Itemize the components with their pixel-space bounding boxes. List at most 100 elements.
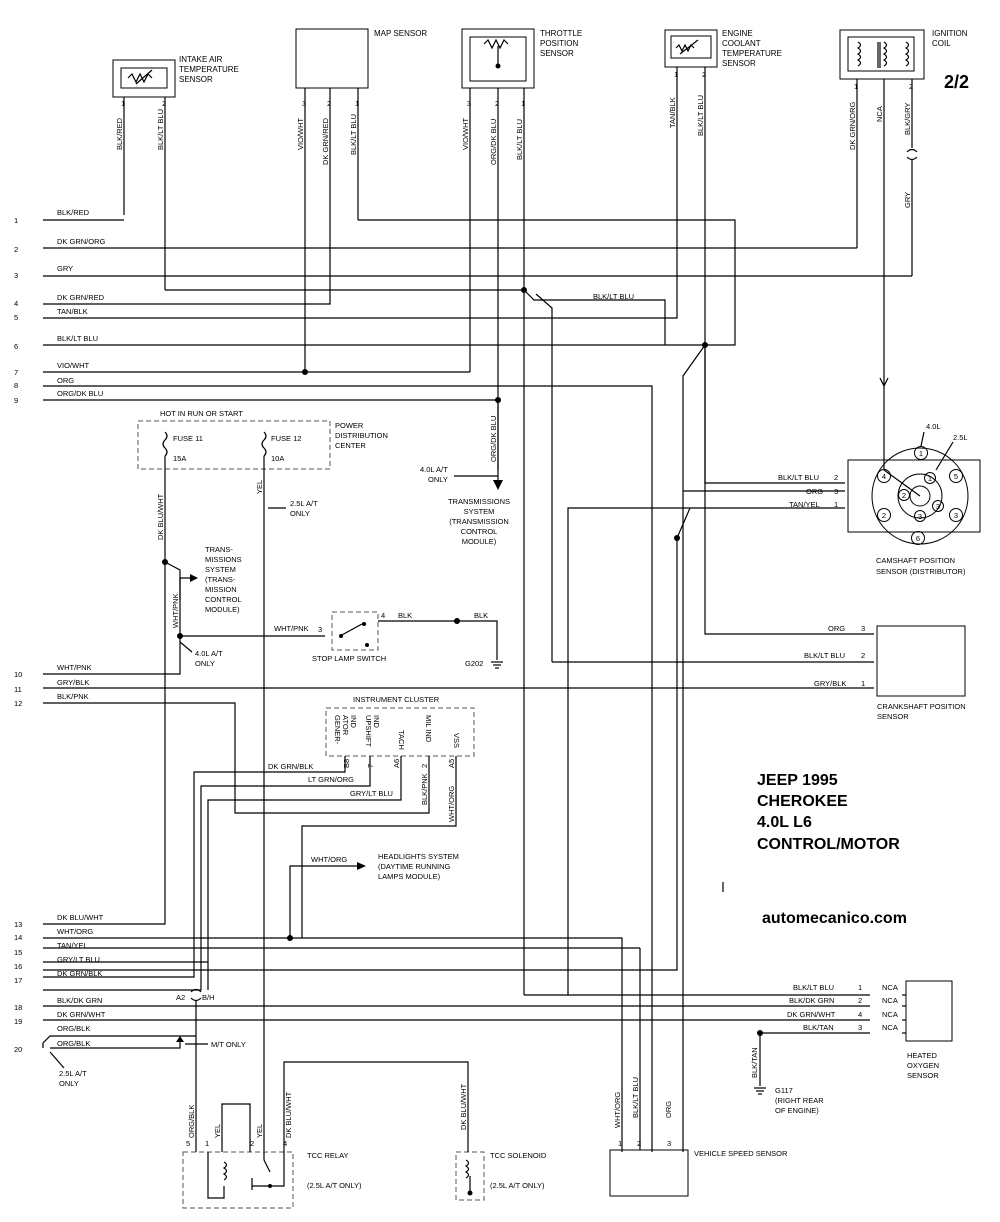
row-number: 12 (14, 699, 22, 708)
row-number: 13 (14, 920, 22, 929)
tcm-label: CONTROL (461, 527, 498, 536)
note: 2.5L (953, 433, 968, 442)
cluster-col: UPSHIFT (364, 715, 373, 748)
vwire-label: GRY (903, 192, 912, 208)
title-line-2: CHEROKEE (757, 793, 848, 810)
cmp-wires: BLK/LT BLU 2 ORG 3 TAN/YEL 1 (43, 345, 845, 995)
dist-pin: 1 (919, 449, 923, 458)
note: 4.0L A/T (420, 465, 448, 474)
ground-label: G202 (465, 659, 483, 668)
row-number: 7 (14, 368, 18, 377)
tcc-solenoid: DK BLU/WHT TCC SOLENOID (2.5L A/T ONLY) (455, 1066, 547, 1201)
dist-pin: 3 (936, 502, 940, 511)
pin-number: 2 (861, 651, 865, 660)
map-label: MAP SENSOR (374, 29, 427, 38)
wire-label: DK GRN/WHT (787, 1010, 836, 1019)
pin-number: 3 (302, 99, 306, 108)
row-number: 6 (14, 342, 18, 351)
vwire-label: DK BLU/WHT (459, 1083, 468, 1130)
cluster-label: INSTRUMENT CLUSTER (353, 695, 440, 704)
wire-label: ORG (57, 376, 74, 385)
vwire-label: WHT/ORG (447, 786, 456, 822)
vwire-label: NCA (875, 106, 884, 122)
vwire-label: TAN/BLK (668, 97, 677, 128)
pin-number: 4 (381, 611, 385, 620)
wire-label: ORG (828, 624, 845, 633)
row-number: 18 (14, 1003, 22, 1012)
wire-label: DK GRN/BLK (57, 969, 102, 978)
pdc-label: CENTER (335, 441, 366, 450)
row-number: 10 (14, 670, 22, 679)
dist-pin: 3 (918, 512, 922, 521)
tcm-mid-label: SYSTEM (205, 565, 236, 574)
wire-label: TAN/BLK (57, 307, 88, 316)
row-number: 3 (14, 271, 18, 280)
vwire-label: BLK/LT BLU (696, 95, 705, 136)
cluster-pin: B8 (342, 759, 351, 768)
vwire-label: DK BLU/WHT (284, 1091, 293, 1138)
cluster-pin: 2 (420, 764, 429, 768)
g117-label: OF ENGINE) (775, 1106, 819, 1115)
wire-label: WHT/PNK (274, 624, 309, 633)
cluster-pin: A6 (392, 759, 401, 768)
wire-label: GRY/LT BLU (57, 955, 100, 964)
note: 4.0L A/T (195, 649, 223, 658)
wire-label: GRY/BLK (814, 679, 846, 688)
pin-number: 1 (121, 99, 125, 108)
instrument-cluster: INSTRUMENT CLUSTER GENER- ATOR IND UPSHI… (43, 695, 475, 991)
wire-label: DK BLU/WHT (57, 913, 104, 922)
wire-label: TAN/YEL (57, 941, 88, 950)
ect-label: ENGINE (722, 29, 753, 38)
wire-label: BLK/TAN (803, 1023, 834, 1032)
fuse-label: FUSE 11 (173, 434, 203, 443)
vwire-label: VIO/WHT (461, 118, 470, 150)
vwire-label: YEL (213, 1124, 222, 1138)
vwire-label: WHT/ORG (613, 1092, 622, 1128)
ect-label: TEMPERATURE (722, 49, 782, 58)
dist-pin: 4 (882, 472, 886, 481)
wire-label: GRY/BLK (57, 678, 89, 687)
coil-label: COIL (932, 39, 951, 48)
fuse11-feed: DK BLU/WHT TRANS- MISSIONS SYSTEM (TRANS… (43, 456, 325, 925)
pin-number: 1 (355, 99, 359, 108)
row-labels: BLK/RED DK GRN/ORG GRY DK GRN/RED TAN/BL… (57, 208, 106, 1048)
pin-number: 2 (702, 70, 706, 79)
vwire-label: DK BLU/WHT (156, 493, 165, 540)
tcm-label: TRANSMISSIONS (448, 497, 510, 506)
heated-oxygen-sensor: HEATED OXYGEN SENSOR BLK/TAN G117 (RIGHT… (750, 980, 953, 1115)
wire-label: DK GRN/RED (57, 293, 105, 302)
pin-number: 2 (834, 473, 838, 482)
row-number: 14 (14, 933, 22, 942)
vwire-label: WHT/PNK (171, 593, 180, 628)
pin-number: 3 (318, 625, 322, 634)
tcc-relay-label: (2.5L A/T ONLY) (307, 1181, 362, 1190)
headlights-system: WHT/ORG HEADLIGHTS SYSTEM (DAYTIME RUNNI… (289, 852, 459, 938)
wire-label: BLK/LT BLU (804, 651, 845, 660)
ckp-label: SENSOR (877, 712, 909, 721)
vwire-label: BLK/LT BLU (156, 109, 165, 150)
ect-label: COOLANT (722, 39, 761, 48)
pin-number: 2 (909, 82, 913, 91)
row-number: 17 (14, 976, 22, 985)
wire-label: BLK/DK GRN (57, 996, 102, 1005)
map-sensor: MAP SENSOR 3 2 1 VIO/WHT DK GRN/RED BLK/… (295, 28, 427, 372)
crankshaft-position-sensor: CRANKSHAFT POSITION SENSOR ORG 3 BLK/LT … (43, 483, 966, 721)
note: M/T ONLY (211, 1040, 246, 1049)
tps-label: SENSOR (540, 49, 574, 58)
tcm-mid-label: MISSIONS (205, 555, 242, 564)
row-number: 20 (14, 1045, 22, 1054)
intake-air-temperature-sensor: INTAKE AIR TEMPERATURE SENSOR 1 2 BLK/RE… (112, 55, 239, 290)
tcc-sol-label: (2.5L A/T ONLY) (490, 1181, 545, 1190)
o2-label: HEATED (907, 1051, 937, 1060)
cluster-col: VSS (452, 733, 461, 748)
tcm-mid-label: CONTROL (205, 595, 242, 604)
note: A2 (176, 993, 185, 1002)
row-numbers: 1 2 3 4 5 6 7 8 9 10 11 12 13 14 15 16 1… (14, 216, 22, 1054)
row-number: 11 (14, 685, 22, 694)
coil-label: IGNITION (932, 29, 968, 38)
wire-label: DK GRN/WHT (57, 1010, 106, 1019)
wire-label: GRY (57, 264, 73, 273)
wire-label: BLK (398, 611, 412, 620)
ect-label: SENSOR (722, 59, 756, 68)
